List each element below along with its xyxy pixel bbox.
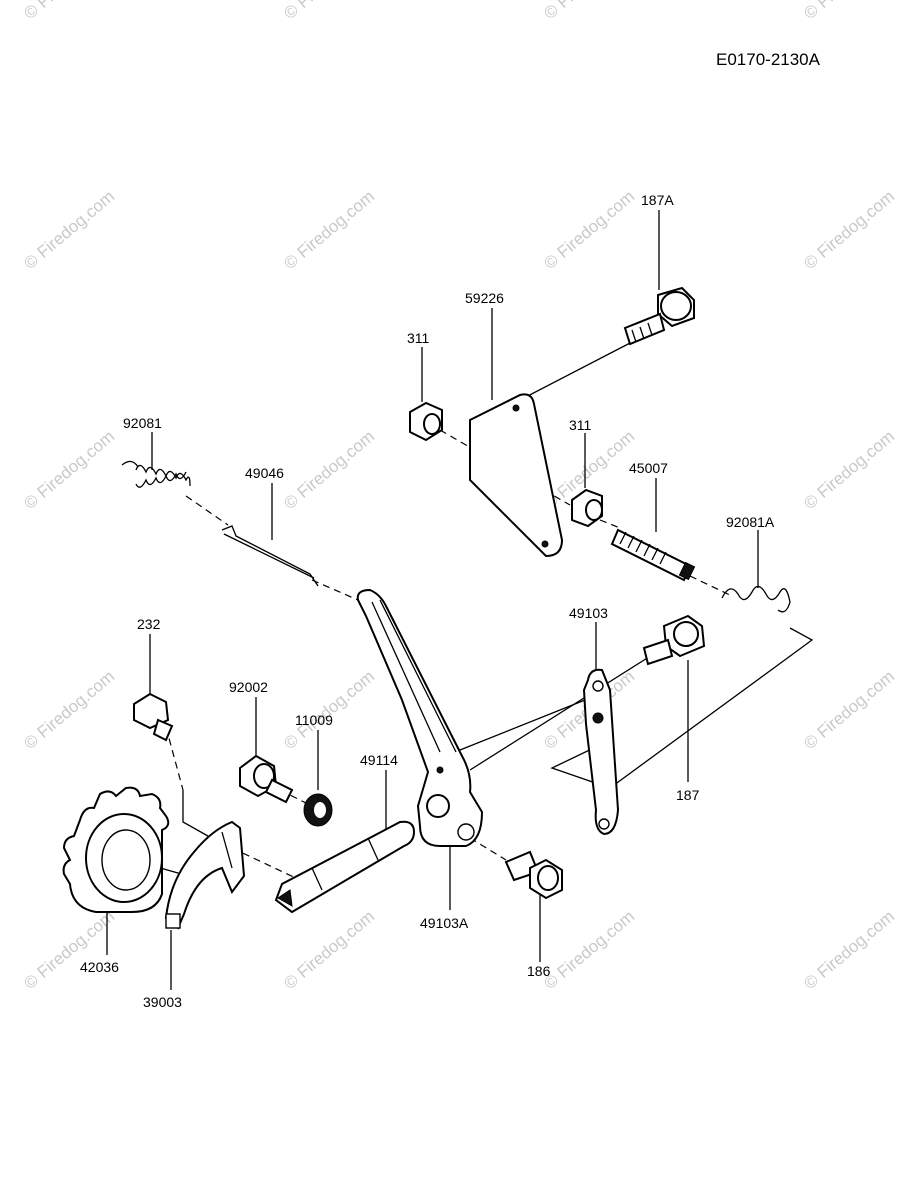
plate-59226-icon [469, 393, 564, 558]
part-labels: 187A 59226 311 311 45007 92081A 92081 49… [80, 192, 775, 1010]
bolt-187-icon [642, 614, 706, 666]
bolt-187A-icon [623, 286, 695, 346]
leader-lines [106, 210, 814, 990]
watermark-text: © Firedog.com [20, 427, 118, 513]
watermark-text: © Firedog.com [540, 0, 638, 23]
part-label-59226: 59226 [465, 290, 504, 306]
nut-311-left-icon [409, 401, 443, 442]
part-label-45007: 45007 [629, 460, 668, 476]
fork-39003-icon [164, 820, 246, 930]
watermark-text: © Firedog.com [280, 427, 378, 513]
watermark-text: © Firedog.com [540, 187, 638, 273]
watermark-text: © Firedog.com [20, 0, 118, 23]
washer-11009-icon [303, 793, 333, 827]
shaft-49114-icon [274, 820, 416, 914]
watermark-text: © Firedog.com [280, 667, 378, 753]
spring-92081-icon [121, 460, 191, 488]
watermark-text: © Firedog.com [800, 427, 898, 513]
part-label-49103A: 49103A [420, 915, 469, 931]
part-label-311-left: 311 [407, 330, 430, 346]
watermark-text: © Firedog.com [280, 0, 378, 23]
watermark-text: © Firedog.com [280, 187, 378, 273]
part-label-49114: 49114 [360, 752, 398, 768]
part-label-186: 186 [527, 963, 551, 979]
arm-49103-icon [582, 668, 620, 836]
watermark-text: © Firedog.com [20, 667, 118, 753]
part-label-39003: 39003 [143, 994, 182, 1010]
watermark-text: © Firedog.com [800, 907, 898, 993]
gear-42036-icon [62, 786, 170, 913]
part-label-49103: 49103 [569, 605, 608, 621]
bolt-92002-icon [239, 754, 294, 804]
watermark-text: © Firedog.com [20, 907, 118, 993]
part-label-11009: 11009 [295, 712, 333, 728]
watermark-text: © Firedog.com [800, 0, 898, 23]
part-label-187: 187 [676, 787, 700, 803]
part-label-92081A: 92081A [726, 514, 775, 530]
part-label-311-right: 311 [569, 417, 592, 433]
part-label-187A: 187A [641, 192, 674, 208]
watermark-text: © Firedog.com [800, 187, 898, 273]
part-label-92002: 92002 [229, 679, 268, 695]
watermark-text: © Firedog.com [800, 667, 898, 753]
bolt-186-icon [504, 850, 563, 900]
screw-45007-icon [610, 528, 696, 582]
part-label-49046: 49046 [245, 465, 284, 481]
bolt-232-icon [133, 692, 174, 742]
lever-49103A-icon [356, 588, 484, 847]
nut-311-right-icon [571, 488, 603, 528]
watermark-text: © Firedog.com [540, 907, 638, 993]
rod-49046-icon [221, 525, 319, 587]
part-label-92081: 92081 [123, 415, 162, 431]
part-label-232: 232 [137, 616, 161, 632]
reference-number: E0170-2130A [716, 50, 821, 69]
part-label-42036: 42036 [80, 959, 119, 975]
watermark-text: © Firedog.com [20, 187, 118, 273]
watermark-text: © Firedog.com [280, 907, 378, 993]
spring-92081A-icon [721, 585, 791, 613]
